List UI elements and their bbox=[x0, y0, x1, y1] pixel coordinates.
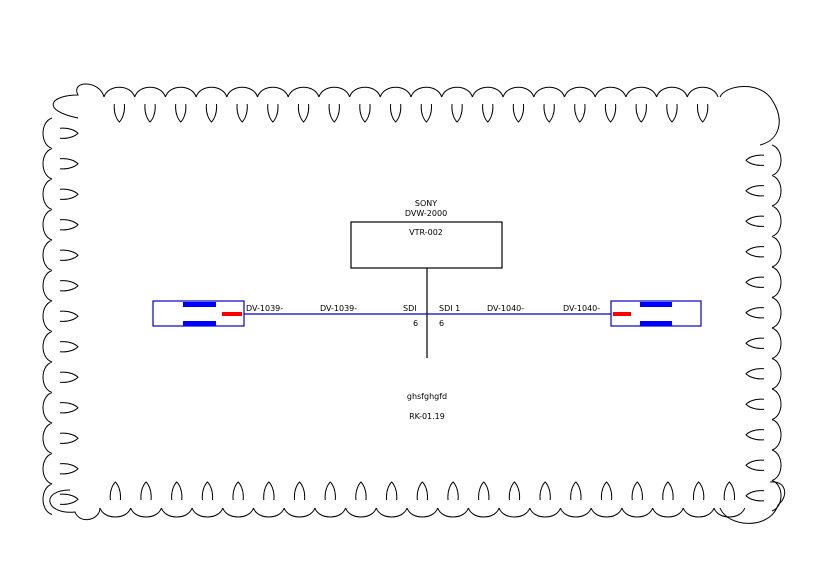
left-connector-bar-top bbox=[183, 302, 216, 307]
left-connector[interactable] bbox=[152, 300, 245, 327]
right-connector-bar-bottom bbox=[640, 321, 672, 326]
device-model: DVW-2000 bbox=[405, 209, 447, 218]
cloud-top-edge bbox=[103, 86, 719, 123]
right-connector[interactable] bbox=[610, 300, 702, 327]
cable-label-left-outer: DV-1039- bbox=[246, 304, 283, 313]
cable-label-left-inner: DV-1039- bbox=[320, 304, 357, 313]
revision-cloud-border bbox=[42, 83, 786, 524]
footer-rack: RK-01.19 bbox=[409, 412, 445, 421]
cloud-right-edge bbox=[745, 144, 782, 512]
cloud-corner-bl bbox=[49, 489, 101, 521]
right-connector-bar-top bbox=[640, 302, 672, 307]
port-right-name: SDI 1 bbox=[439, 304, 460, 313]
device-manufacturer: SONY bbox=[415, 199, 437, 208]
cable-label-right-inner: DV-1040- bbox=[487, 304, 524, 313]
left-connector-bar-bottom bbox=[183, 321, 216, 326]
device-vtr[interactable]: SONY DVW-2000 VTR-002 bbox=[350, 199, 503, 269]
port-left-name: SDI bbox=[403, 304, 417, 313]
cloud-bottom-edge bbox=[99, 481, 746, 518]
cable-label-right-outer: DV-1040- bbox=[563, 304, 600, 313]
left-connector-pin bbox=[222, 312, 242, 316]
cloud-corner-tl bbox=[52, 83, 105, 119]
port-right-number: 6 bbox=[439, 319, 444, 328]
cloud-left-edge bbox=[42, 117, 79, 515]
right-connector-pin bbox=[613, 312, 631, 316]
cloud-corner-br bbox=[719, 481, 786, 524]
port-left-number: 6 bbox=[413, 319, 418, 328]
device-id: VTR-002 bbox=[409, 228, 443, 237]
footer-name: ghsfghgfd bbox=[407, 392, 447, 401]
cloud-corner-tr bbox=[719, 86, 780, 146]
